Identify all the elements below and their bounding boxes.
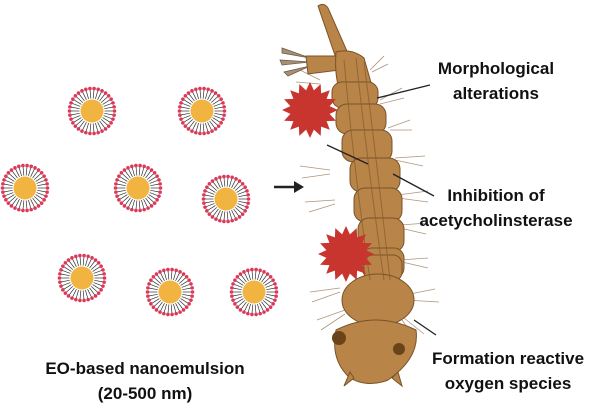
label-line: alterations [453, 84, 539, 103]
damage-burst-icon [282, 82, 338, 138]
nanoemulsion-droplet-icon [0, 163, 50, 213]
label-formation-ros: Formation reactive oxygen species [420, 346, 596, 396]
nanoemulsion-droplets [0, 86, 279, 317]
caption-line: EO-based nanoemulsion [45, 359, 245, 378]
label-morphological-alterations: Morphological alterations [420, 56, 572, 106]
pointer-formation [413, 319, 437, 336]
label-line: Formation reactive [431, 349, 585, 368]
nanoemulsion-droplet-icon [201, 174, 251, 224]
damage-burst-icon [318, 226, 374, 282]
pointer-inhibition-2 [392, 173, 435, 197]
caption-line: (20-500 nm) [97, 384, 193, 403]
nanoemulsion-droplet-icon [67, 86, 117, 136]
label-line: oxygen species [444, 374, 572, 393]
label-line: Morphological [437, 59, 555, 78]
caption-nanoemulsion: EO-based nanoemulsion (20-500 nm) [40, 356, 250, 406]
label-line: acetycholinsterase [419, 211, 573, 230]
label-line: Inhibition of [447, 186, 545, 205]
nanoemulsion-droplet-icon [113, 163, 163, 213]
pointer-inhibition-1 [326, 144, 369, 165]
pointer-lines [326, 84, 437, 336]
nanoemulsion-droplet-icon [229, 267, 279, 317]
mosquito-larva-icon [279, 3, 440, 388]
nanoemulsion-droplet-icon [145, 267, 195, 317]
pointer-morphological [376, 84, 431, 99]
arrow-right-icon [274, 181, 304, 193]
nanoemulsion-droplet-icon [57, 253, 107, 303]
label-inhibition: Inhibition of acetycholinsterase [408, 183, 584, 233]
nanoemulsion-droplet-icon [177, 86, 227, 136]
